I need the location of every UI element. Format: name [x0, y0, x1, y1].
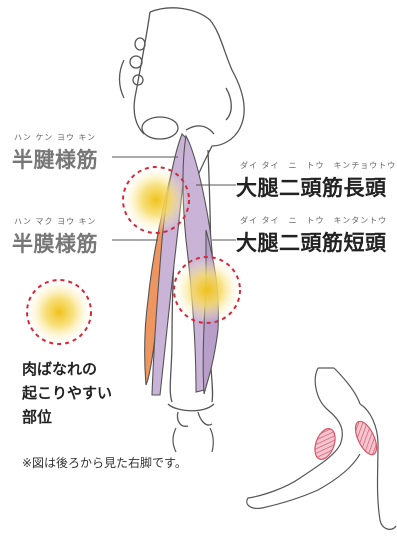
thumbnail-muscle-left	[311, 426, 339, 462]
biceps-long-head-label: 大腿二頭筋長頭	[236, 172, 387, 202]
semitendinosus-ruby: ハン ケン ヨウ キン	[14, 132, 96, 143]
semimembranosus-ruby: ハン マク ヨウ キン	[14, 216, 96, 227]
biceps-long-head-ruby: ダイ タイ ニ トウ キンチョウトウ	[240, 160, 396, 171]
footnote: ※図は後ろから見た右脚です。	[22, 454, 187, 471]
thumbnail-muscle-right	[351, 418, 381, 457]
semitendinosus-label: 半腱様筋	[12, 144, 98, 174]
legend-hotspot-symbol	[27, 280, 91, 344]
lower-leg-bones	[173, 428, 213, 452]
legend-line-3: 部位	[22, 406, 52, 428]
legend-line-2: 起こりやすい	[22, 382, 112, 404]
injury-hotspot-upper	[123, 167, 189, 233]
semimembranosus-label: 半膜様筋	[12, 228, 98, 258]
injury-hotspot-lower	[174, 257, 240, 323]
legend-line-1: 肉ばなれの	[22, 358, 97, 380]
biceps-short-head-label: 大腿二頭筋短頭	[236, 227, 387, 257]
biceps-short-head-ruby: ダイ タイ ニ トウ キンタントウ	[240, 215, 387, 226]
